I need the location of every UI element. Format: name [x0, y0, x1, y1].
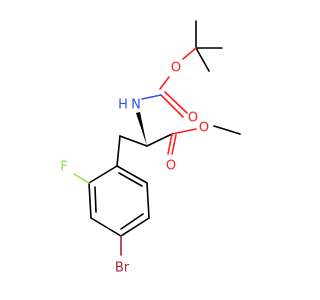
bond-ester-to-ether-o [171, 128, 197, 135]
atom-fluorine: F [60, 160, 67, 175]
ring-inner-double-2 [120, 213, 144, 230]
bond-carbamate-double-2 [164, 91, 188, 114]
tert-butyl-group [182, 20, 223, 72]
atom-oxygen-ester-carbonyl: O [166, 159, 176, 174]
atom-hydrogen-on-nitrogen: H [118, 98, 128, 113]
methyl-ester [167, 125, 241, 155]
ring-bond-5 [88, 182, 92, 219]
bond-carbamate-to-nitrogen [141, 94, 162, 100]
bond-ester-double-1 [167, 133, 173, 155]
ring-bond-3 [120, 217, 150, 237]
molecule-structure: O O N H O O F Br [60, 20, 241, 276]
aromatic-ring [88, 165, 150, 237]
ring-bond-1 [116, 165, 148, 184]
atom-oxygen-boc-ether: O [171, 61, 181, 76]
ring-bond-6 [88, 165, 118, 184]
bond-alpha-to-ester-c [146, 133, 173, 147]
bond-carbamate-double-1 [160, 94, 184, 118]
bond-ch2-to-ring [116, 135, 121, 167]
atom-oxygen-boc-carbonyl: O [188, 111, 198, 126]
bond-ester-double-2 [171, 134, 177, 155]
bond-tbu-methyl-lower [195, 47, 210, 72]
alpha-carbon [119, 112, 173, 147]
atom-nitrogen: N [131, 98, 141, 113]
atom-oxygen-ester-ether: O [199, 121, 209, 136]
boc-carbamate [141, 76, 188, 118]
bond-tbu-oxygen [182, 47, 197, 60]
bond-alpha-to-ch2 [119, 135, 148, 147]
atom-bromine: Br [115, 261, 130, 276]
ring-bond-2 [146, 182, 150, 219]
stereo-wedge-bond [136, 112, 147, 146]
bond-ether-o-to-carbonyl [159, 76, 170, 90]
bond-ether-o-to-methyl [213, 125, 241, 135]
bond-ring-to-fluorine [73, 173, 90, 184]
ring-inner-double-1 [118, 172, 143, 187]
ring-inner-double-3 [94, 186, 97, 213]
ring-bond-4 [90, 217, 122, 237]
